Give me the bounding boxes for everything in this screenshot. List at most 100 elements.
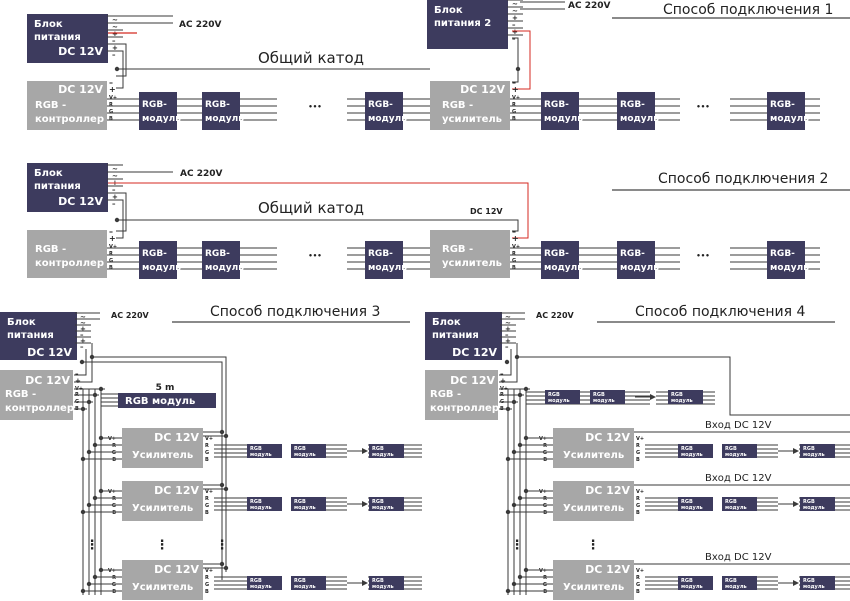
terminal-label: B	[112, 510, 116, 516]
module-label: модуль	[372, 584, 394, 590]
module-label: модуль	[294, 584, 316, 590]
module-label: RGB	[725, 499, 737, 505]
terminal-label: ~	[112, 165, 118, 173]
module-label: модуль	[681, 452, 703, 458]
terminal-label: R	[636, 575, 640, 581]
terminal-label: R	[636, 496, 640, 502]
terminal-label: ~	[512, 0, 518, 8]
label: DC 12V	[460, 83, 505, 96]
module-label: RGB	[294, 499, 306, 505]
rgb-module	[678, 497, 713, 511]
wire	[517, 356, 850, 416]
terminal-label: V+	[205, 436, 213, 442]
module-label: RGB-	[544, 249, 569, 259]
psu-label: питания 2	[434, 18, 491, 29]
amplifier	[122, 481, 203, 521]
label: DC 12V	[58, 195, 103, 208]
rgb-module	[139, 92, 177, 130]
ellipsis: •••	[696, 252, 709, 260]
label: DC 12V	[585, 431, 630, 444]
terminal-label: B	[636, 510, 640, 516]
vertical-ellipsis: ⋮	[156, 538, 169, 553]
junction-dot	[98, 567, 104, 573]
wire	[116, 43, 127, 77]
module-label: модуль	[250, 452, 272, 458]
junction-dot	[80, 456, 86, 462]
amplifier	[553, 428, 634, 468]
terminal-label: R	[512, 251, 516, 257]
module-label: модуль	[372, 505, 394, 511]
terminal-label: R	[112, 496, 116, 502]
module-label: модуль	[681, 505, 703, 511]
module-label: RGB-	[368, 100, 393, 110]
power-supply-block	[27, 14, 108, 63]
terminal-label: B	[543, 510, 547, 516]
junction-dot	[92, 495, 98, 501]
psu-label: питания	[34, 181, 81, 192]
terminal-label: ~	[112, 16, 118, 24]
section-title: Способ подключения 1	[663, 2, 833, 18]
terminal-label: R	[205, 575, 209, 581]
rgb-module	[247, 497, 282, 511]
terminal-label: G	[543, 450, 547, 456]
wire	[74, 349, 87, 376]
terminal-label: ~	[505, 313, 511, 321]
arrow-icon	[362, 448, 368, 454]
arrow-icon	[793, 501, 799, 507]
ellipsis: •••	[308, 252, 321, 260]
module-label: RGB	[250, 446, 262, 452]
terminal-label: R	[205, 443, 209, 449]
ac-220v-label: AC 220V	[111, 311, 150, 320]
module-label: модуль	[725, 452, 747, 458]
terminal-label: G	[112, 450, 116, 456]
rgb-module	[678, 444, 713, 458]
rgb-controller	[425, 370, 498, 420]
terminal-label: B	[636, 457, 640, 463]
module-label: RGB	[294, 578, 306, 584]
terminal-label: ~	[80, 313, 86, 321]
rgb-module	[668, 390, 703, 404]
module-label: модуль	[250, 505, 272, 511]
rgb-module	[369, 576, 404, 590]
rgb-controller	[0, 370, 73, 420]
terminal-label: R	[205, 496, 209, 502]
module-label: модуль	[205, 114, 244, 124]
module-label: RGB	[250, 499, 262, 505]
terminal-label: G	[112, 582, 116, 588]
module-label: модуль	[593, 398, 615, 404]
terminal-label: V+	[636, 568, 644, 574]
terminal-label: B	[112, 457, 116, 463]
module-label: модуль	[671, 398, 693, 404]
terminal-label: +	[109, 234, 116, 243]
amplifier-label: Усилитель	[563, 582, 624, 593]
ellipsis: •••	[308, 103, 321, 111]
wire	[116, 192, 127, 232]
power-supply-block	[425, 312, 502, 360]
amplifier-label: RGB -	[442, 100, 473, 111]
controller-label: контроллер	[5, 403, 74, 414]
module-label: модуль	[142, 263, 181, 273]
rgb-module	[247, 576, 282, 590]
ac-220v-label: AC 220V	[179, 20, 221, 30]
terminal-label: R	[543, 575, 547, 581]
input-dc-label: Вход DC 12V	[705, 420, 772, 431]
module-label: RGB-	[205, 100, 230, 110]
rgb-module	[767, 92, 805, 130]
junction-dot	[511, 449, 517, 455]
terminal-label: R	[543, 496, 547, 502]
rgb-module	[678, 576, 713, 590]
amplifier	[122, 560, 203, 600]
module-label: RGB-	[368, 249, 393, 259]
label: DC 12V	[58, 83, 103, 96]
terminal-label: G	[109, 258, 113, 264]
controller-label: контроллер	[35, 114, 104, 125]
junction-dot	[80, 588, 86, 594]
rgb-controller	[27, 81, 107, 130]
label: DC 12V	[585, 563, 630, 576]
psu-label: Блок	[7, 317, 36, 328]
junction-dot	[86, 502, 92, 508]
terminal-label: G	[205, 582, 209, 588]
rgb-module-long	[118, 393, 216, 408]
module-label: модуль	[803, 584, 825, 590]
rgb-module	[722, 497, 757, 511]
